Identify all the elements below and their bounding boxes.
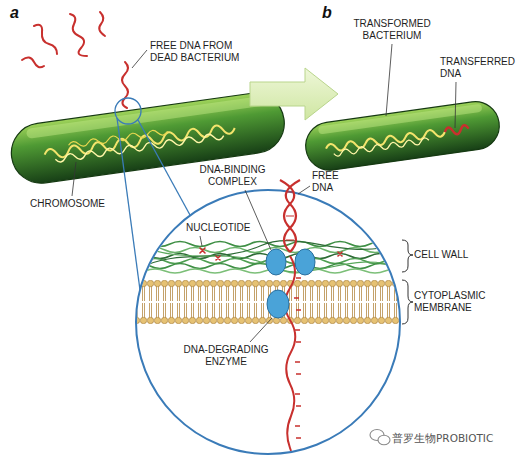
callout-label: FREE DNA FROM DEAD BACTERIUM (150, 40, 250, 64)
callout-label: DNA-DEGRADING ENZYME (180, 344, 272, 368)
callout-label: CYTOPLASMIC MEMBRANE (414, 290, 494, 314)
bracket (402, 240, 413, 324)
binding-protein (295, 249, 315, 275)
leader-line (72, 44, 456, 342)
bacterium (303, 99, 503, 174)
callout-label: TRANSFERRED DNA (440, 56, 518, 80)
panel-letter: a (10, 4, 19, 22)
free-dna (22, 12, 128, 108)
cell-envelope (125, 241, 415, 463)
process-arrow (250, 68, 338, 120)
callout-label: CELL WALL (414, 249, 468, 261)
binding-protein (266, 249, 286, 275)
callout-label: FREE DNA (312, 170, 344, 194)
panel-letter: b (322, 4, 332, 22)
watermark-icon (370, 430, 390, 445)
watermark: 普罗生物PROBIOTIC (392, 432, 493, 445)
dna-helix (280, 180, 300, 252)
zoom-outline (136, 190, 400, 454)
callout-label: NUCLEOTIDE (186, 222, 250, 234)
callout-label: TRANSFORMED BACTERIUM (350, 18, 434, 42)
callout-label: CHROMOSOME (30, 198, 105, 210)
callout-label: DNA-BINDING COMPLEX (195, 164, 270, 188)
